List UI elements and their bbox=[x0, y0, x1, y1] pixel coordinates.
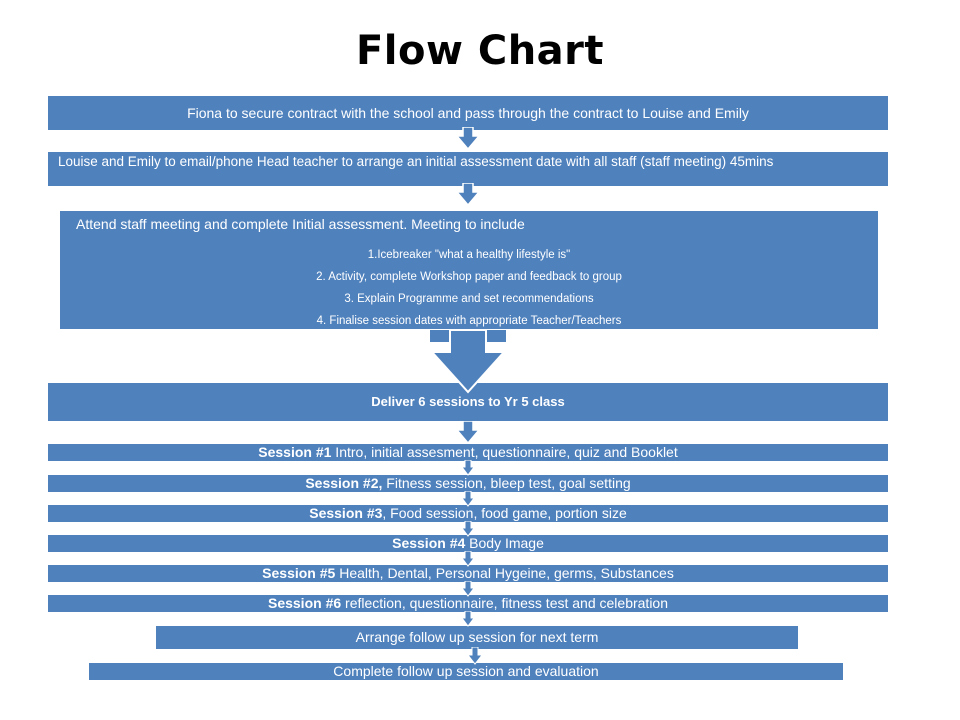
session-box-4: Session #4 Body Image bbox=[48, 535, 888, 552]
session-2-label: Session #2, bbox=[305, 475, 383, 491]
session-box-1: Session #1 Intro, initial assesment, que… bbox=[48, 444, 888, 461]
step-evaluation: Complete follow up session and evaluatio… bbox=[89, 663, 843, 680]
session-box-2: Session #2, Fitness session, bleep test,… bbox=[48, 475, 888, 492]
step-secure-contract-text: Fiona to secure contract with the school… bbox=[187, 105, 749, 121]
down-arrow-icon bbox=[461, 460, 475, 476]
step-secure-contract: Fiona to secure contract with the school… bbox=[48, 96, 888, 130]
session-3-text: , Food session, food game, portion size bbox=[382, 505, 627, 521]
step-arrange-assessment-text: Louise and Emily to email/phone Head tea… bbox=[58, 154, 774, 169]
down-arrow-icon bbox=[461, 581, 475, 597]
session-1-text: Intro, initial assesment, questionnaire,… bbox=[331, 444, 678, 460]
session-4-label: Session #4 bbox=[392, 535, 466, 551]
session-4-text: Body Image bbox=[465, 535, 544, 551]
session-1-label: Session #1 bbox=[258, 444, 332, 460]
session-6-text: reflection, questionnaire, fitness test … bbox=[341, 595, 669, 611]
step-staff-meeting: Attend staff meeting and complete Initia… bbox=[60, 211, 878, 329]
down-arrow-icon bbox=[456, 421, 480, 445]
step-follow-up: Arrange follow up session for next term bbox=[156, 626, 798, 649]
session-6-label: Session #6 bbox=[267, 595, 342, 611]
session-2-text: Fitness session, bleep test, goal settin… bbox=[382, 475, 631, 491]
staff-meeting-item: 3. Explain Programme and set recommendat… bbox=[344, 293, 594, 305]
session-box-6: Session #6 reflection, questionnaire, fi… bbox=[48, 595, 888, 612]
down-arrow-icon bbox=[461, 491, 475, 507]
staff-meeting-item: 1.Icebreaker "what a healthy lifestyle i… bbox=[367, 249, 571, 261]
staff-meeting-item: 2. Activity, complete Workshop paper and… bbox=[316, 271, 622, 283]
down-arrow-icon bbox=[461, 611, 475, 627]
page-title: Flow Chart bbox=[355, 28, 605, 74]
session-5-text: Health, Dental, Personal Hygeine, germs,… bbox=[335, 565, 674, 581]
session-3-label: Session #3 bbox=[309, 505, 383, 521]
down-arrow-icon bbox=[467, 647, 483, 665]
step-evaluation-text: Complete follow up session and evaluatio… bbox=[333, 663, 599, 679]
large-down-arrow-icon bbox=[429, 330, 507, 394]
session-5-label: Session #5 bbox=[262, 565, 336, 581]
step-deliver-text: Deliver 6 sessions to Yr 5 class bbox=[371, 394, 565, 409]
down-arrow-icon bbox=[461, 551, 475, 567]
session-box-5: Session #5 Health, Dental, Personal Hyge… bbox=[48, 565, 888, 582]
down-arrow-icon bbox=[461, 521, 475, 537]
session-box-3: Session #3, Food session, food game, por… bbox=[48, 505, 888, 522]
step-follow-up-text: Arrange follow up session for next term bbox=[355, 629, 599, 645]
staff-meeting-heading: Attend staff meeting and complete Initia… bbox=[76, 216, 525, 232]
step-arrange-assessment: Louise and Emily to email/phone Head tea… bbox=[48, 152, 888, 186]
down-arrow-icon bbox=[456, 127, 480, 151]
staff-meeting-item: 4. Finalise session dates with appropria… bbox=[316, 315, 622, 327]
down-arrow-icon bbox=[456, 183, 480, 207]
